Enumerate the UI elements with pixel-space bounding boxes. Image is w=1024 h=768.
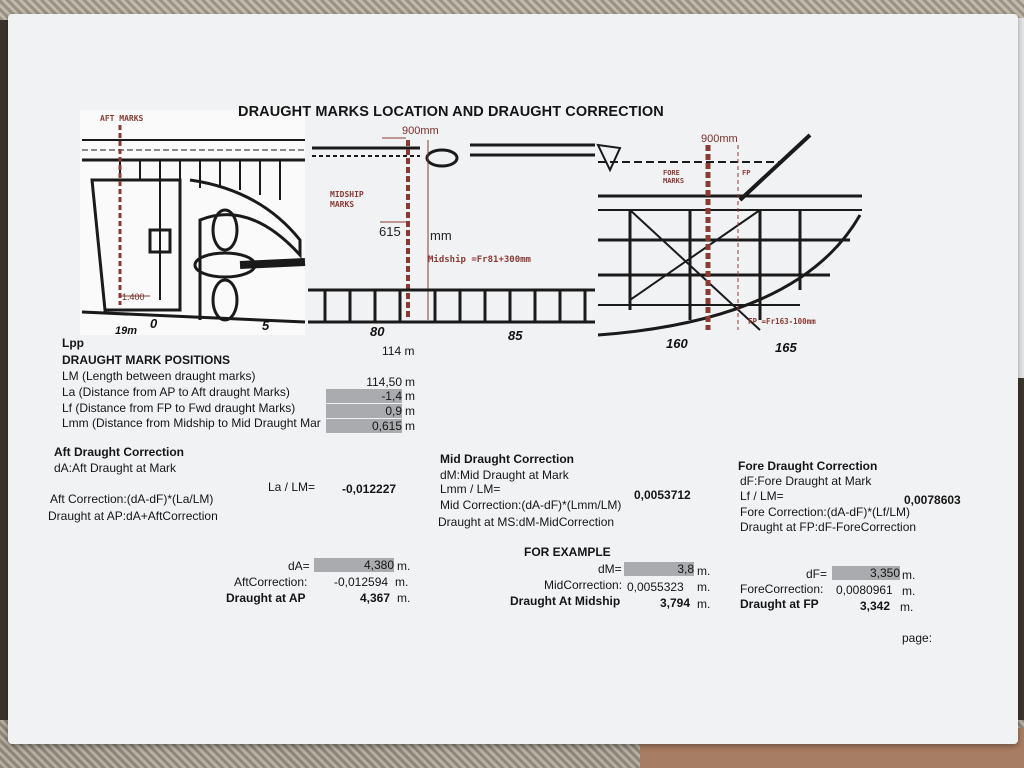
lpp-label: Lpp — [62, 336, 84, 350]
aft-example-unit: m. — [397, 559, 411, 573]
aft-example-label: dA= — [288, 559, 310, 573]
fore-ratio-value: 0,0078603 — [904, 493, 961, 507]
ship-drawing: AFT MARKS 1.400 19m 0 5 900mm MIDSHIP MA… — [80, 110, 862, 355]
mid-example-label: dM= — [598, 562, 622, 576]
midship-marks-label-1: MIDSHIP — [330, 190, 364, 199]
la-unit: m — [405, 389, 415, 403]
aft-ratio-label: La / LM= — [268, 480, 316, 494]
lf-unit: m — [405, 404, 415, 418]
page-title: DRAUGHT MARKS LOCATION AND DRAUGHT CORRE… — [238, 104, 664, 120]
la-value: -1,4 — [326, 389, 402, 403]
page-number-label: page: — [902, 631, 933, 645]
lpp-value: 114 m — [382, 344, 415, 358]
aft-result-unit: m. — [397, 591, 411, 605]
frame-80-label: 80 — [370, 324, 385, 339]
la-label: La (Distance from AP to Aft draught Mark… — [62, 385, 290, 399]
mid-correction-unit: m. — [697, 580, 711, 594]
frame-5-label: 5 — [262, 318, 270, 333]
aft-formula: Aft Correction:(dA-dF)*(La/LM) — [50, 492, 214, 506]
mid-example-value: 3,8 — [624, 562, 694, 576]
fore-draught-formula: Draught at FP:dF-ForeCorrection — [740, 520, 917, 534]
aft-correction-value: -0,012594 — [334, 575, 389, 589]
positions-heading: DRAUGHT MARK POSITIONS — [62, 353, 230, 367]
fore-correction-value: 0,0080961 — [836, 583, 893, 597]
lmm-label: Lmm (Distance from Midship to Mid Draugh… — [62, 416, 321, 430]
fore-marks-label-1: FORE — [663, 169, 680, 177]
mid-ratio-label: Lmm / LM= — [440, 482, 501, 496]
fore-ratio-label: Lf / LM= — [740, 489, 784, 503]
mid-result-label: Draught At Midship — [510, 594, 621, 608]
aft-result-label: Draught at AP — [226, 591, 306, 605]
fp-note: FP =Fr163-100mm — [748, 317, 816, 326]
fore-example-label: dF= — [806, 567, 828, 581]
frame-165-label: 165 — [775, 340, 797, 355]
fore-formula: Fore Correction:(dA-dF)*(Lf/LM) — [740, 505, 911, 519]
mid-formula: Mid Correction:(dA-dF)*(Lmm/LM) — [440, 498, 622, 512]
dimension-mm-label: mm — [430, 228, 452, 243]
fore-result-unit: m. — [900, 600, 914, 614]
lmm-value: 0,615 — [326, 419, 402, 433]
fore-marks-label-2: MARKS — [663, 177, 684, 185]
fp-label: FP — [742, 169, 750, 177]
mid-result-unit: m. — [697, 597, 711, 611]
aft-line1: dA:Aft Draught at Mark — [54, 461, 177, 475]
aft-result-value: 4,367 — [359, 591, 390, 605]
lm-unit: m — [405, 375, 415, 389]
frame-0-label: 0 — [150, 316, 158, 331]
aft-dimension: 1.400 — [122, 292, 145, 302]
mid-correction-value: 0,0055323 — [627, 580, 684, 594]
fore-example-unit: m. — [902, 568, 916, 582]
example-heading: FOR EXAMPLE — [524, 545, 611, 559]
aft-19m-label: 19m — [115, 325, 137, 337]
aft-section-drawing — [80, 110, 306, 335]
aft-heading: Aft Draught Correction — [54, 445, 184, 459]
mid-line1: dM:Mid Draught at Mark — [440, 468, 569, 482]
mid-example-unit: m. — [697, 564, 711, 578]
lf-value: 0,9 — [326, 404, 402, 418]
mid-result-value: 3,794 — [659, 596, 690, 610]
mid-ratio-value: 0,0053712 — [634, 488, 691, 502]
dimension-615-label: 615 — [379, 224, 401, 239]
aft-correction-unit: m. — [395, 575, 409, 589]
lm-label: LM (Length between draught marks) — [62, 369, 256, 383]
lm-value: 114,50 — [366, 375, 402, 389]
midship-note: Midship =Fr81+300mm — [428, 254, 532, 265]
midship-marks-label-2: MARKS — [330, 200, 354, 209]
midship-section-drawing — [308, 137, 595, 324]
fore-result-label: Draught at FP — [740, 597, 819, 611]
frame-160-label: 160 — [666, 336, 688, 351]
fore-correction-unit: m. — [902, 584, 916, 598]
fore-result-value: 3,342 — [859, 599, 890, 613]
aft-marks-label: AFT MARKS — [100, 114, 144, 123]
fore-900mm-label: 900mm — [701, 133, 738, 145]
fore-line1: dF:Fore Draught at Mark — [740, 474, 872, 488]
fore-heading: Fore Draught Correction — [738, 459, 878, 473]
frame-85-label: 85 — [508, 328, 523, 343]
aft-example-value: 4,380 — [314, 558, 394, 572]
mid-correction-label: MidCorrection: — [544, 578, 623, 592]
fore-correction-label: ForeCorrection: — [740, 582, 824, 596]
fore-section-drawing — [596, 133, 862, 337]
aft-correction-label: AftCorrection: — [234, 575, 308, 589]
aft-ratio-value: -0,012227 — [342, 482, 397, 496]
fore-example-value: 3,350 — [832, 566, 900, 580]
mid-draught-formula: Draught at MS:dM-MidCorrection — [438, 515, 615, 529]
lmm-unit: m — [405, 419, 415, 433]
lf-label: Lf (Distance from FP to Fwd draught Mark… — [62, 401, 296, 415]
midship-900mm-label: 900mm — [402, 125, 439, 137]
mid-heading: Mid Draught Correction — [440, 452, 574, 466]
aft-draught-formula: Draught at AP:dA+AftCorrection — [48, 509, 218, 523]
